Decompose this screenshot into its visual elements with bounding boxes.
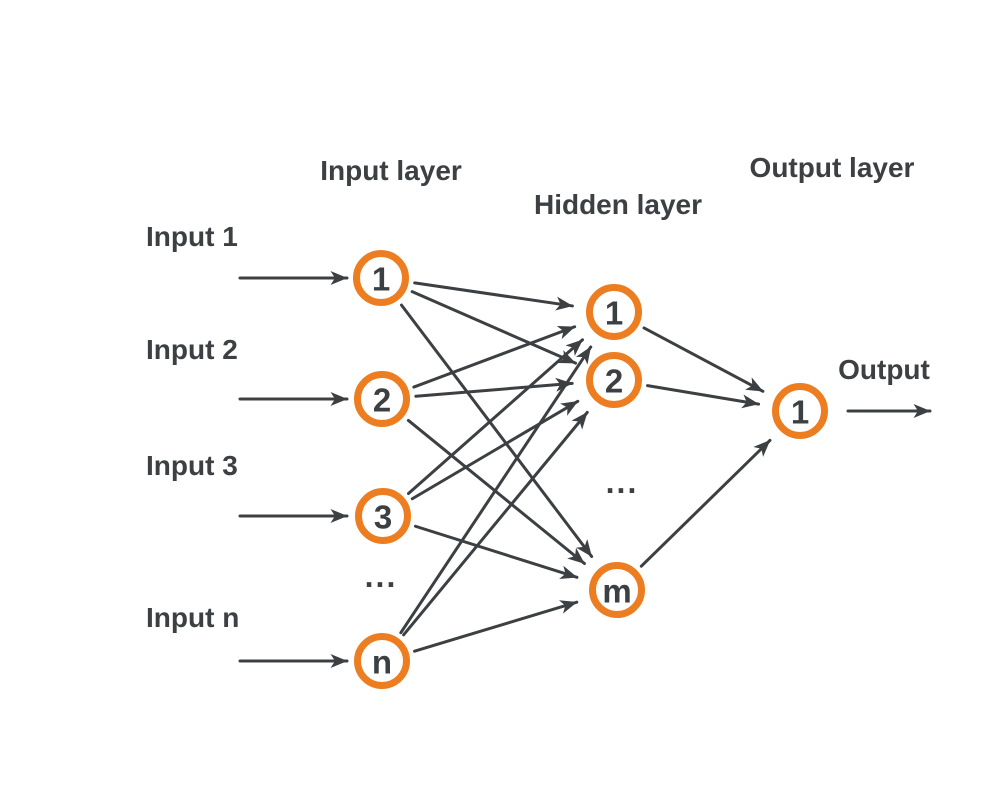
node-input-3-circle <box>355 488 411 544</box>
hidden-layer-title: Hidden layer <box>533 189 703 220</box>
edge-hidden-2-to-output-1 <box>646 384 761 409</box>
node-output-1-circle <box>772 383 828 439</box>
node-hidden-m-circle <box>589 562 645 618</box>
edge-hidden-1-to-output-1 <box>642 326 765 393</box>
output-label: Output <box>838 354 930 385</box>
output-layer-title: Output layer <box>749 152 915 183</box>
edge-input-2-to-hidden-2 <box>414 377 574 398</box>
node-hidden-1-label: 1 <box>605 295 623 332</box>
node-input-1-circle <box>353 250 409 306</box>
nodes-layer: 1 2 3 n 1 2 m 1 <box>353 250 828 689</box>
input-layer-title: Input layer <box>320 155 462 186</box>
edge-hidden-m-to-output-1 <box>639 438 772 568</box>
edges-layer <box>238 271 932 668</box>
node-input-1-label: 1 <box>372 261 390 298</box>
edge-input-n-to-hidden-2 <box>402 410 589 637</box>
edge-input-n-to-hidden-m <box>413 600 579 653</box>
node-input-2-circle <box>354 371 410 427</box>
edge-input-2-to-hidden-m <box>406 418 586 566</box>
node-hidden-m-label: m <box>602 573 631 610</box>
node-input-3-label: 3 <box>374 499 392 536</box>
input-label-4: Input n <box>146 602 240 633</box>
input-label-2: Input 2 <box>146 334 238 365</box>
node-hidden-1-circle <box>586 284 642 340</box>
edge-input-n-to-hidden-1 <box>399 345 593 635</box>
node-input-2-label: 2 <box>373 382 391 419</box>
edge-input-3-to-hidden-2 <box>410 399 580 501</box>
input-label-3: Input 3 <box>146 450 238 481</box>
edge-input-1-to-hidden-m <box>400 303 594 559</box>
input-layer-ellipsis: ... <box>364 558 398 594</box>
edge-input-3-to-hidden-1 <box>406 338 585 495</box>
node-input-n-circle <box>354 633 410 689</box>
edge-input-1-to-hidden-2 <box>410 290 578 365</box>
edge-input-1-to-hidden-1 <box>413 281 574 311</box>
node-hidden-2-label: 2 <box>605 363 623 400</box>
hidden-layer-ellipsis: ... <box>605 464 639 500</box>
node-input-n-label: n <box>372 644 392 681</box>
node-output-1-label: 1 <box>791 394 809 431</box>
edge-input-2-to-hidden-1 <box>412 325 577 389</box>
edge-input-3-to-hidden-m <box>413 524 579 580</box>
input-label-1: Input 1 <box>146 221 238 252</box>
node-hidden-2-circle <box>586 352 642 408</box>
